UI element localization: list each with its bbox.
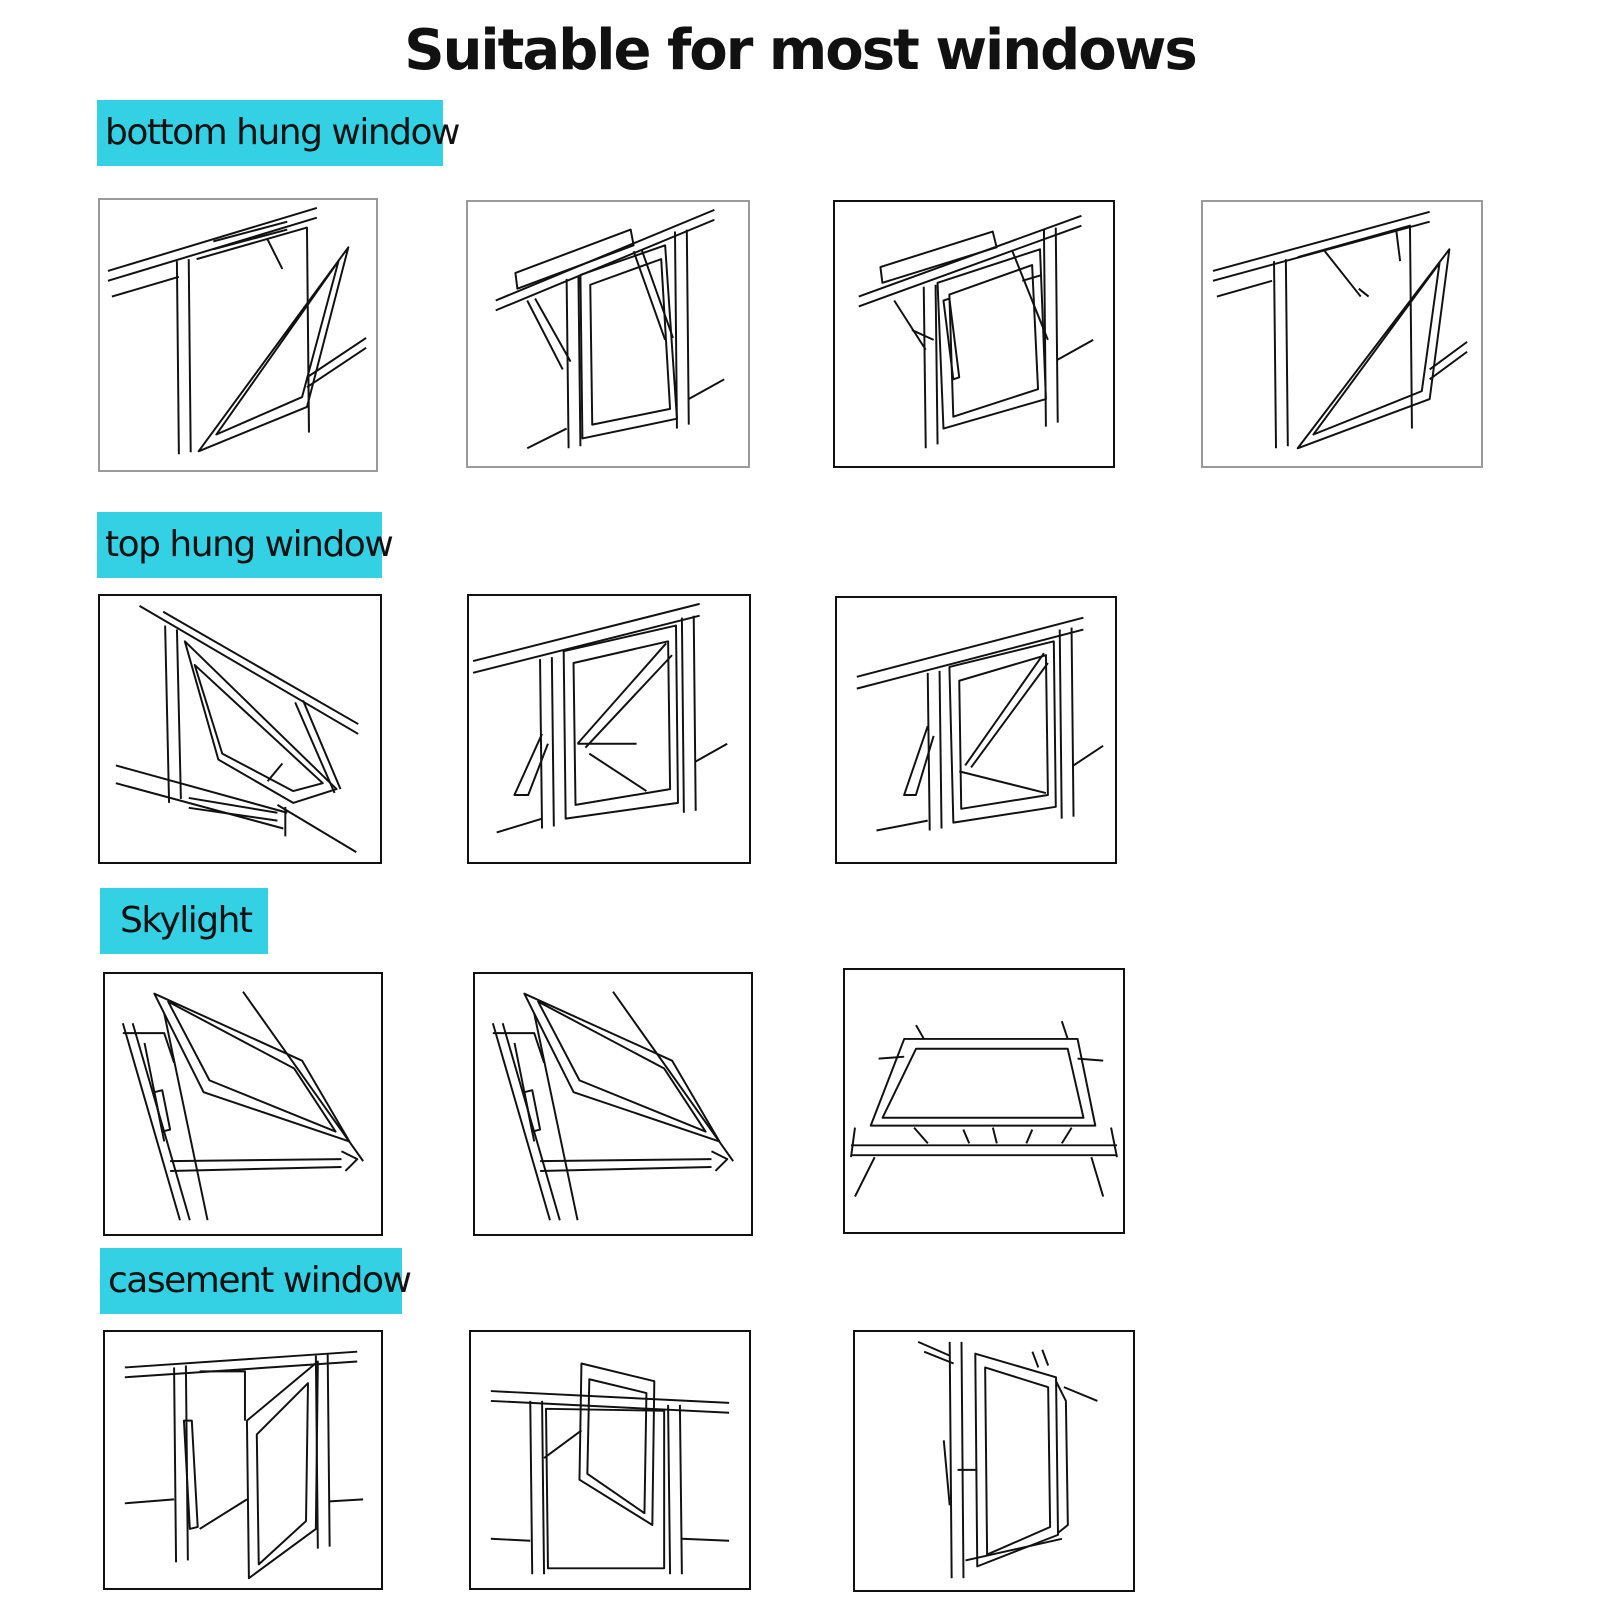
casement-illustration-3	[853, 1330, 1135, 1592]
top-hung-illustration-1	[98, 594, 382, 864]
skylight-illustration-2	[473, 972, 753, 1236]
bottom-hung-illustration-4	[1201, 200, 1483, 468]
top-hung-illustration-3	[835, 596, 1117, 864]
skylight-illustration-3	[843, 968, 1125, 1234]
section-label-top-hung: top hung window	[97, 512, 394, 578]
casement-illustration-1	[103, 1330, 383, 1590]
bottom-hung-illustration-3	[833, 200, 1115, 468]
section-label-bottom-hung: bottom hung window	[97, 100, 460, 166]
section-label-skylight: Skylight	[100, 888, 268, 954]
bottom-hung-illustration-1	[98, 198, 378, 472]
skylight-illustration-1	[103, 972, 383, 1236]
casement-illustration-2	[469, 1330, 751, 1590]
page-title: Suitable for most windows	[404, 18, 1198, 83]
top-hung-illustration-2	[467, 594, 751, 864]
section-label-casement: casement window	[100, 1248, 412, 1314]
bottom-hung-illustration-2	[466, 200, 750, 468]
